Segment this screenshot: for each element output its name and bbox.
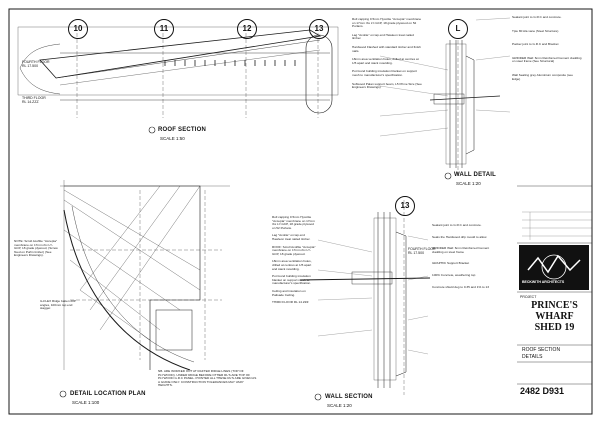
wall-detail-note: Wall Sealing grey Aluminium composite (s… bbox=[512, 72, 573, 81]
roof-section-drawing bbox=[17, 26, 339, 118]
wall-section-scale: SCALE 1:20 bbox=[327, 403, 352, 408]
wall-section-note: Lag "Acolite" on lap end Hawleon treat n… bbox=[272, 233, 311, 241]
wall-detail-note: GRIDDER Wall: 6mm Reinforced Cement clad… bbox=[512, 55, 582, 64]
gridline-bubble-13: 13 bbox=[309, 19, 329, 39]
roof-level-third-floor-rl: RL 14.ZZZ bbox=[22, 100, 39, 104]
plan-note-ridge: G-FLEX Ridge batten 20P angles, 100mm to… bbox=[40, 299, 76, 311]
title-markers bbox=[59, 126, 452, 401]
wall-section-drawing bbox=[299, 200, 431, 395]
wall-detail-note: Hardwood Flashed with standard timber an… bbox=[352, 44, 421, 53]
drawing-title-line2: DETAILS bbox=[522, 354, 543, 360]
drawing-title-line1: ROOF SECTION bbox=[522, 347, 561, 353]
wall-section-note: THIRD FLOOR RL 14.ZZZ bbox=[272, 300, 309, 305]
wall-section-level-fourth: FOURTH FLOOR bbox=[408, 247, 436, 251]
wall-section-note: 100% Concrete, weathering top bbox=[432, 272, 476, 277]
wall-detail-note: Sealant joint to G.R.C and concrete. bbox=[512, 15, 562, 19]
wall-section-note: Ceiling and insulation on Palisade Ceili… bbox=[272, 288, 306, 297]
wall-section-note: Sealant joint to G.R.C and concrete. bbox=[432, 223, 482, 227]
gridline-bubble-l: L bbox=[448, 19, 468, 39]
project-name-line3: SHED 19 bbox=[534, 322, 575, 333]
plan-footnote: NB. ARE WORKED OUT AT RAFTER RIDGE LINES… bbox=[158, 369, 257, 388]
wall-detail-notes-left: Roll capping 0.5mm Hycolite "Accepta" me… bbox=[352, 17, 422, 90]
gridline-bubble-10: 10 bbox=[68, 19, 88, 39]
roof-section-title: ROOF SECTION bbox=[158, 127, 207, 133]
wall-detail-scale: SCALE 1:20 bbox=[456, 181, 481, 186]
gridline-bubble-12: 12 bbox=[237, 19, 257, 39]
wall-section-notes-right: Sealant joint to G.R.C and concrete. Sea… bbox=[432, 223, 490, 289]
wall-detail-note: Packer joint to G.R.C and Bracket bbox=[512, 42, 559, 47]
wall-section-note: Concrete shield deg to 0.35 and 1% to 13 bbox=[432, 284, 489, 289]
project-label: PROJECT bbox=[520, 295, 537, 299]
wall-section-notes-left: Roll capping 0.5mm Hycolite "Accepta" me… bbox=[272, 215, 316, 305]
roof-level-fourth-floor-rl: RL 17.500 bbox=[22, 64, 39, 68]
detail-location-plan-title: DETAIL LOCATION PLAN bbox=[70, 391, 146, 397]
wall-detail-note: Pot found building insulation blanket on… bbox=[352, 69, 418, 77]
wall-section-note: GRAPHIC Support Bracket bbox=[432, 261, 470, 266]
wall-section-note: Seals the Hardwood drip mould to allow bbox=[432, 234, 487, 239]
gridline-bubble-11: 11 bbox=[154, 19, 174, 39]
wall-detail-note: Roll capping 0.5mm Hycolite "Accepta" me… bbox=[352, 17, 422, 29]
wall-section-note: Pot found building insulation blanket on… bbox=[272, 274, 312, 286]
detail-location-plan-scale: SCALE 1:100 bbox=[72, 400, 100, 405]
wall-section-level-fourth-rl: RL 17.500 bbox=[408, 251, 425, 255]
wall-detail-drawing bbox=[379, 17, 511, 175]
wall-detail-notes-right: Sealant joint to G.R.C and concrete. Tpi… bbox=[512, 15, 582, 81]
logo-mark bbox=[519, 245, 589, 290]
roof-section-scale: SCALE 1:50 bbox=[160, 136, 185, 141]
plan-note-roof: NOTE: Scroll Acoflite "Accepta" membrane… bbox=[14, 239, 58, 258]
wall-section-note: GRIDDER Wall: 6mm Reinforced Cement clad… bbox=[432, 246, 490, 254]
wall-detail-note: 18mm area ventilation holes, drilled at … bbox=[352, 57, 419, 65]
logo-text: BECKWITH ARCHITECTS bbox=[522, 280, 565, 284]
drawing-number: 2482 D931 bbox=[520, 386, 565, 396]
wall-section-note: 18mm area ventilation holes, drilled at … bbox=[272, 259, 312, 271]
project-name-line2: WHARF bbox=[535, 311, 574, 322]
gridline-bubble-13-section: 13 bbox=[395, 196, 415, 216]
wall-detail-title: WALL DETAIL bbox=[454, 172, 496, 178]
wall-section-title: WALL SECTION bbox=[325, 394, 373, 400]
wall-section-note: ROOF: Scroll Acoflite "Accepta" membrane… bbox=[272, 244, 316, 256]
wall-section-note: Roll capping 0.5mm Hycolite "Accepta" me… bbox=[272, 215, 315, 230]
roof-level-third-floor: THIRD FLOOR bbox=[22, 96, 46, 100]
project-name-line1: PRINCE'S bbox=[531, 300, 578, 311]
wall-detail-note: Lag "Acolite" on lap end Hawleon treat n… bbox=[352, 32, 414, 41]
roof-level-fourth-floor: FOURTH FLOOR bbox=[22, 60, 50, 64]
wall-detail-note: Softwood Palan support beam, L5 Prime Si… bbox=[352, 81, 422, 90]
title-block-lines bbox=[517, 185, 592, 385]
wall-detail-note: Tpie 80 Ala vane (Steel Structure) bbox=[512, 28, 559, 33]
detail-location-plan-drawing bbox=[60, 180, 230, 371]
